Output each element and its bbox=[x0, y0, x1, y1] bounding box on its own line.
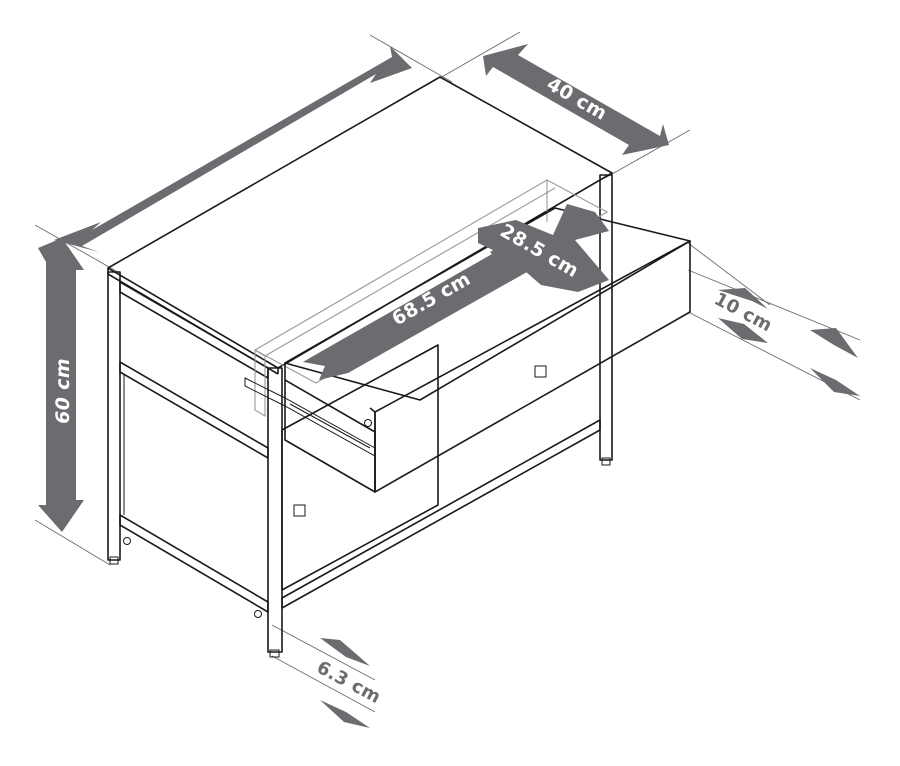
dimension-arrow-width bbox=[54, 46, 412, 252]
drawer-closed-ghost bbox=[253, 179, 609, 417]
drawer-open bbox=[244, 207, 691, 493]
dimension-arrow-drawer-depth bbox=[478, 204, 609, 292]
extension-lines bbox=[34, 31, 861, 713]
dimension-arrow-depth bbox=[483, 44, 669, 155]
label-height: 60 cm bbox=[51, 358, 74, 424]
dimension-arrow-drawer-width bbox=[303, 247, 534, 380]
dimension-arrow-drawer-outer-height bbox=[810, 328, 860, 396]
dimension-arrow-leg-clearance bbox=[320, 638, 370, 728]
table-frame bbox=[107, 76, 613, 658]
dimension-arrow-drawer-inner-height bbox=[718, 288, 768, 343]
dimension-arrow-height bbox=[38, 238, 84, 532]
